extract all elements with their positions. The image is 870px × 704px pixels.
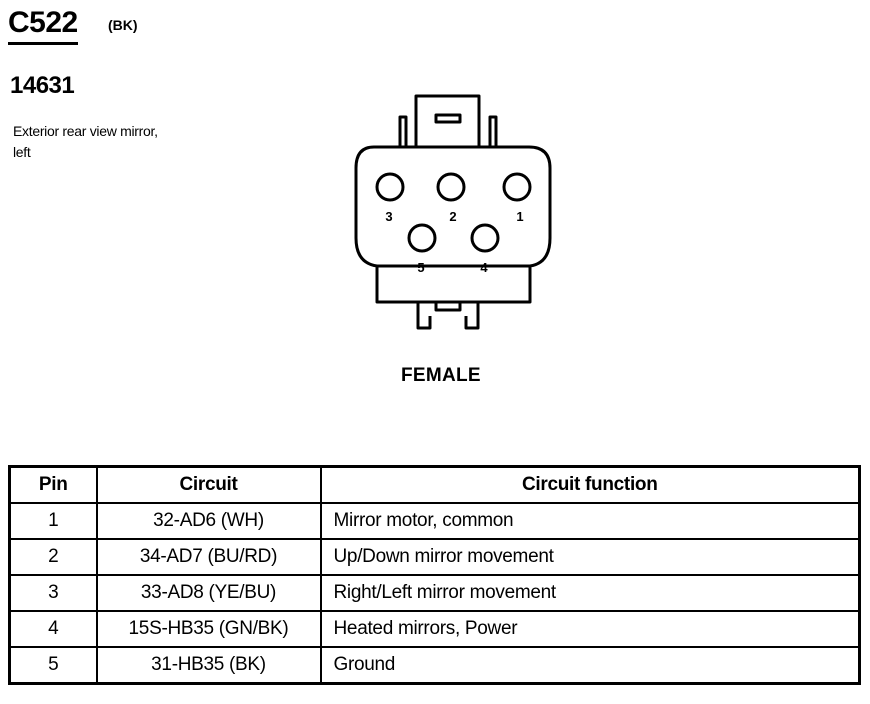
terminal-tab-left <box>416 302 432 330</box>
header-circuit-function: Circuit function <box>319 465 861 504</box>
table-row: 1 32-AD6 (WH) Mirror motor, common <box>8 502 861 540</box>
connector-housing <box>354 145 552 304</box>
cell-circuit: 33-AD8 (YE/BU) <box>95 574 322 612</box>
pin-label-4: 4 <box>480 260 488 275</box>
pin-cavity-5 <box>407 223 437 253</box>
connector-description: Exterior rear view mirror, left <box>13 123 158 160</box>
table-row: 3 33-AD8 (YE/BU) Right/Left mirror movem… <box>8 574 861 612</box>
pin-label-1: 1 <box>516 209 523 224</box>
table-header-row: Pin Circuit Circuit function <box>8 465 861 504</box>
pin-cavity-1 <box>502 172 532 202</box>
cell-circuit: 32-AD6 (WH) <box>95 502 322 540</box>
guide-post-right <box>488 115 498 147</box>
pin-cavity-3 <box>375 172 405 202</box>
terminal-tab-right <box>464 302 480 330</box>
connector-face-diagram: 3 2 1 5 4 <box>354 94 552 330</box>
latch-slot <box>434 113 462 124</box>
cell-pin: 1 <box>8 502 98 540</box>
part-number: 14631 <box>10 72 75 99</box>
pin-label-5: 5 <box>417 260 424 275</box>
cell-circuit: 15S-HB35 (GN/BK) <box>95 610 322 648</box>
table-row: 4 15S-HB35 (GN/BK) Heated mirrors, Power <box>8 610 861 648</box>
cell-circuit-function: Up/Down mirror movement <box>319 538 861 576</box>
cell-pin: 4 <box>8 610 98 648</box>
pin-cavity-4 <box>470 223 500 253</box>
pin-circuit-table: Pin Circuit Circuit function 1 32-AD6 (W… <box>8 465 861 685</box>
pin-cavity-2 <box>436 172 466 202</box>
terminal-bar <box>434 302 462 312</box>
cell-pin: 5 <box>8 646 98 685</box>
table-row: 5 31-HB35 (BK) Ground <box>8 646 861 685</box>
connector-gender-label: FEMALE <box>401 365 481 386</box>
cell-circuit: 34-AD7 (BU/RD) <box>95 538 322 576</box>
pin-label-3: 3 <box>385 209 392 224</box>
cell-circuit: 31-HB35 (BK) <box>95 646 322 685</box>
cell-pin: 2 <box>8 538 98 576</box>
connector-color-code: (BK) <box>108 17 138 33</box>
connector-id: C522 <box>8 6 78 45</box>
cell-circuit-function: Ground <box>319 646 861 685</box>
header-circuit: Circuit <box>95 465 322 504</box>
cell-circuit-function: Mirror motor, common <box>319 502 861 540</box>
guide-post-left <box>398 115 408 147</box>
cell-pin: 3 <box>8 574 98 612</box>
connector-latch <box>414 94 481 147</box>
cell-circuit-function: Right/Left mirror movement <box>319 574 861 612</box>
table-row: 2 34-AD7 (BU/RD) Up/Down mirror movement <box>8 538 861 576</box>
header-pin: Pin <box>8 465 98 504</box>
pin-label-2: 2 <box>449 209 456 224</box>
cell-circuit-function: Heated mirrors, Power <box>319 610 861 648</box>
